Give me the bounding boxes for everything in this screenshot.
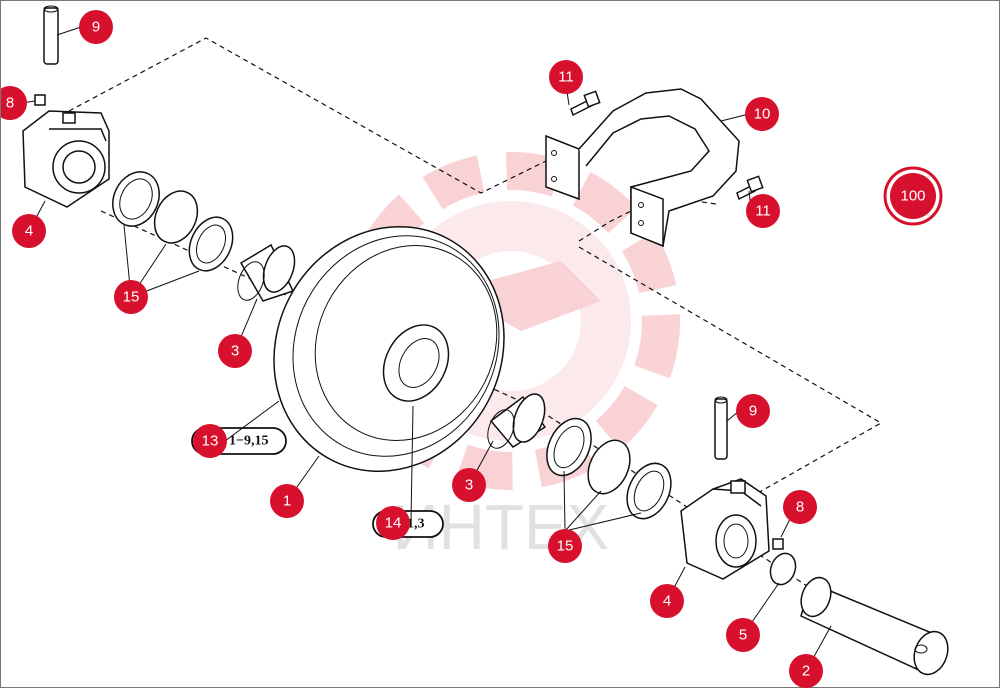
callout-label: 8 bbox=[796, 499, 804, 516]
callout-1: 1 bbox=[270, 484, 304, 518]
callout-3: 3 bbox=[452, 468, 486, 502]
snap-ring bbox=[769, 552, 797, 586]
callout-5: 5 bbox=[726, 618, 760, 652]
callout-9: 9 bbox=[79, 10, 113, 44]
callout-label: 14 bbox=[385, 515, 402, 532]
shaft bbox=[800, 576, 949, 676]
callout-label: 13 bbox=[202, 433, 219, 450]
callout-8: 8 bbox=[1, 86, 27, 120]
grease-fitting-top bbox=[34, 94, 46, 106]
callout-label: 3 bbox=[231, 343, 239, 360]
yoke bbox=[545, 88, 740, 248]
callout-label: 2 bbox=[802, 663, 810, 680]
callout-4: 4 bbox=[12, 214, 46, 248]
callout-label: 11 bbox=[558, 69, 574, 86]
callout-2: 2 bbox=[789, 654, 823, 688]
bracket-top bbox=[22, 110, 110, 208]
callout-label: 100 bbox=[900, 188, 925, 205]
pin-bottom bbox=[714, 396, 728, 460]
callout-markers: 9 8 4 15 3 13 1 14 3 15 11 10 11 100 9 8 4 5 2 bbox=[1, 10, 943, 688]
pin-top bbox=[43, 5, 59, 65]
callout-label: 3 bbox=[465, 477, 473, 494]
callout-label: 9 bbox=[749, 403, 757, 420]
seal-set-bottom bbox=[546, 417, 672, 520]
idler-wheel bbox=[273, 225, 505, 473]
reference-text-13: 1−9,15 bbox=[229, 434, 268, 449]
bolt-upper bbox=[570, 90, 601, 117]
callout-label: 5 bbox=[739, 627, 747, 644]
seal-set-top bbox=[112, 171, 234, 272]
callout-15: 15 bbox=[114, 280, 148, 314]
callout-10: 10 bbox=[745, 97, 779, 131]
callout-label: 4 bbox=[663, 593, 671, 610]
callout-14: 14 bbox=[376, 506, 410, 540]
callout-label: 9 bbox=[92, 19, 100, 36]
callout-3: 3 bbox=[218, 334, 252, 368]
callout-11: 11 bbox=[746, 194, 780, 228]
callout-label: 8 bbox=[6, 95, 14, 112]
callout-label: 15 bbox=[123, 289, 140, 306]
callout-15: 15 bbox=[548, 529, 582, 563]
callout-4: 4 bbox=[650, 584, 684, 618]
callout-label: 1 bbox=[283, 493, 291, 510]
callout-label: 10 bbox=[754, 106, 771, 123]
bolt-lower bbox=[736, 175, 764, 201]
callout-label: 4 bbox=[25, 223, 33, 240]
callout-100: 100 bbox=[883, 166, 943, 226]
bracket-bottom bbox=[680, 478, 770, 580]
callout-label: 11 bbox=[755, 203, 771, 220]
bushing-top bbox=[237, 243, 296, 302]
callout-9: 9 bbox=[736, 394, 770, 428]
callout-label: 15 bbox=[557, 538, 574, 555]
callout-8: 8 bbox=[783, 490, 817, 524]
callout-11: 11 bbox=[549, 60, 583, 94]
grease-fitting-bottom bbox=[772, 538, 784, 550]
callout-13: 13 bbox=[193, 424, 227, 458]
bushing-bottom bbox=[487, 393, 547, 449]
